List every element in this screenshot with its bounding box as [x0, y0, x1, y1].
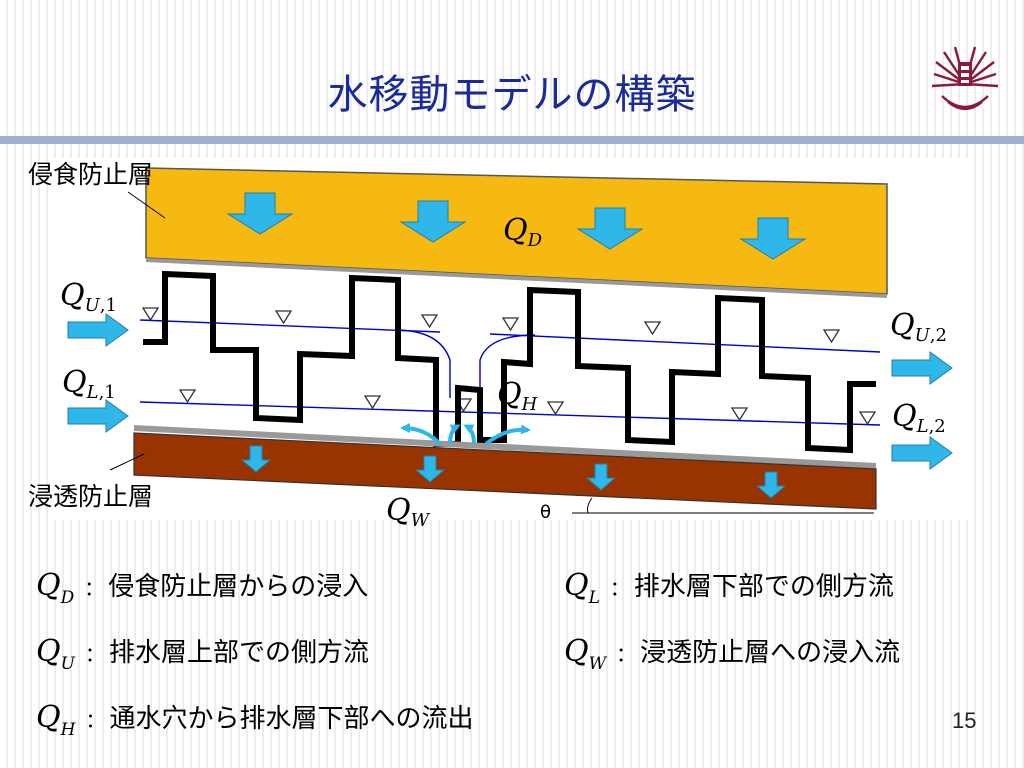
water-level-triangle-icon	[420, 314, 439, 329]
water-lines	[139, 319, 881, 426]
slide-title: 水移動モデルの構築	[327, 72, 697, 118]
water-level-triangle-icon	[546, 401, 565, 416]
flow-label-ql1: QL,1	[62, 365, 116, 403]
water-level-triangle-icon	[363, 395, 382, 410]
infiltration-arrows	[226, 192, 807, 260]
flow-label-qd: QD	[503, 213, 543, 251]
down-arrow-icon	[739, 217, 807, 260]
down-arrow-icon	[240, 445, 272, 473]
page-number: 15	[952, 708, 977, 733]
flow-label-qu1: QU,1	[60, 278, 117, 316]
erosion-layer-leader-line	[127, 191, 166, 219]
legend-text: 侵食防止層からの浸入	[108, 572, 369, 602]
down-arrow-icon	[399, 200, 467, 243]
seepage-layer-label: 浸透防止層	[28, 482, 153, 511]
water-level-triangle-icon	[141, 307, 160, 322]
flow-label-qu2: QU,2	[890, 308, 947, 346]
flow-label-qw: QW	[386, 493, 431, 530]
water-movement-diagram: 侵食防止層 浸透防止層 θ QD QU,1 QL,1 QU,2 QL,2 QH …	[28, 158, 974, 530]
lateral-flow-arrows	[67, 313, 953, 470]
down-arrow-icon	[576, 207, 644, 250]
legend-item-qd: QD：侵食防止層からの浸入	[36, 568, 369, 608]
water-level-triangle-icon	[730, 407, 749, 422]
theta-angle-arc	[587, 497, 593, 514]
water-level-triangle-icon	[501, 317, 520, 332]
legend-text: 通水穴から排水層下部への流出	[109, 704, 474, 734]
erosion-layer-label: 侵食防止層	[28, 160, 153, 189]
right-arrow-icon	[891, 351, 953, 385]
legend-item-qw: QW：浸透防止層への浸入流	[564, 634, 901, 674]
flow-label-ql2: QL,2	[892, 399, 946, 437]
seepage-layer-leader-line	[109, 453, 145, 471]
seepage-prevention-layer	[133, 432, 877, 510]
down-arrow-icon	[585, 463, 617, 491]
right-arrow-icon	[67, 399, 129, 433]
right-arrow-icon	[891, 436, 953, 470]
flow-label-qh: QH	[497, 377, 538, 415]
water-level-triangle-icon	[858, 411, 877, 426]
right-arrow-icon	[67, 313, 129, 347]
title-underline	[0, 136, 1024, 144]
university-emblem-icon	[931, 46, 999, 111]
water-level-triangle-icon	[822, 329, 841, 344]
water-level-triangle-icon	[643, 321, 662, 336]
down-arrow-icon	[414, 455, 446, 483]
legend-text: 排水層上部での側方流	[108, 638, 369, 668]
seepage-arrows	[240, 445, 787, 499]
seepage-layer-liner	[133, 425, 877, 469]
legend-text: 浸透防止層への浸入流	[640, 638, 901, 668]
legend-item-qu: QU：排水層上部での側方流	[36, 634, 369, 674]
legend-text: 排水層下部での側方流	[633, 572, 894, 602]
hole-outflow-arrows	[400, 423, 531, 446]
water-level-triangle-icon	[274, 310, 293, 325]
theta-label: θ	[540, 502, 551, 523]
erosion-layer-shadow	[145, 258, 888, 298]
water-level-triangle-icon	[178, 389, 197, 404]
legend-item-ql: QL：排水層下部での側方流	[564, 568, 894, 608]
legend-item-qh: QH：通水穴から排水層下部への流出	[36, 700, 474, 740]
down-arrow-icon	[755, 471, 787, 499]
down-arrow-icon	[226, 192, 294, 235]
